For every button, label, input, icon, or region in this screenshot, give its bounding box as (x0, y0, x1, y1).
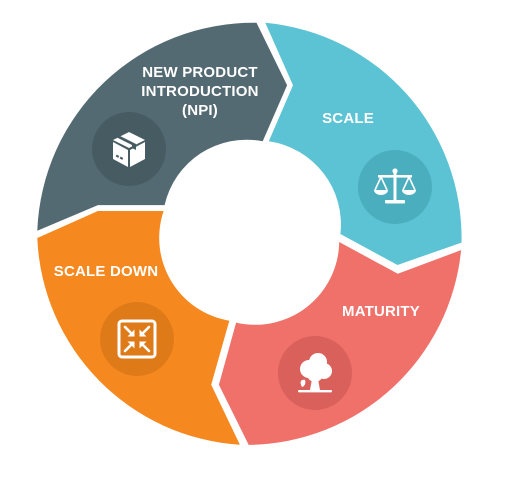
segment-label-maturity: MATURITY (342, 303, 420, 320)
npi-icon-badge (92, 112, 166, 186)
balance-scale-icon (374, 168, 416, 204)
shrink-arrows-icon (117, 319, 157, 359)
segment-label-scale-down: SCALE DOWN (53, 263, 159, 280)
scale-down-icon-badge (100, 302, 174, 376)
segment-npi (37, 22, 288, 231)
segment-label-npi: NEW PRODUCT INTRODUCTION (NPI) (141, 64, 259, 119)
segment-maturity (218, 242, 462, 445)
maturity-icon-badge (278, 336, 352, 410)
scale-icon-badge (358, 150, 432, 224)
segment-scale (265, 22, 462, 265)
segment-label-scale: SCALE (322, 110, 374, 127)
package-box-icon (113, 132, 145, 167)
tree-icon (298, 353, 332, 393)
